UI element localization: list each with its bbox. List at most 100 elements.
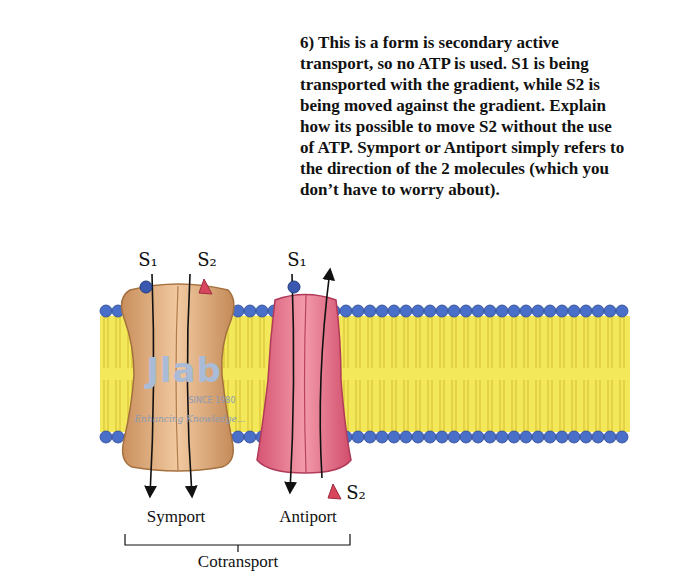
lipid-tail <box>560 380 561 431</box>
phospholipid-head <box>592 305 604 317</box>
lipid-tail <box>612 317 613 368</box>
watermark: Jlab <box>146 350 222 390</box>
phospholipid-head <box>412 431 424 443</box>
lipid-tail <box>380 380 381 431</box>
lipid-tail <box>492 380 493 431</box>
lipid-tail <box>516 317 517 368</box>
lipid-tail <box>488 317 489 368</box>
lipid-tail <box>428 380 429 431</box>
phospholipid-head <box>520 431 532 443</box>
grouping-bracket <box>125 534 350 552</box>
lipid-tail <box>396 380 397 431</box>
lipid-tail <box>344 317 345 368</box>
lipid-tail <box>572 317 573 368</box>
lipid-tail <box>464 317 465 368</box>
lipid-tail <box>608 317 609 368</box>
watermark: SINCE 1980 <box>189 396 236 405</box>
lipid-tail <box>108 317 109 368</box>
s1-molecule <box>288 281 300 293</box>
lipid-tail <box>432 317 433 368</box>
lipid-tail <box>416 317 417 368</box>
lipid-tail <box>104 380 105 431</box>
lipid-tail <box>468 380 469 431</box>
lipid-tail <box>120 380 121 431</box>
phospholipid-head <box>568 305 580 317</box>
lipid-tail <box>348 317 349 368</box>
molecule-label-box: S₁ <box>138 250 158 270</box>
lipid-tail <box>404 380 405 431</box>
phospholipid-head <box>604 305 616 317</box>
transport-type-label: Antiport <box>279 507 337 526</box>
lipid-tail <box>548 317 549 368</box>
group-label: Cotransport <box>198 552 278 571</box>
lipid-tail <box>576 380 577 431</box>
lipid-tail <box>620 380 621 431</box>
watermark: Enhancing Knowledge... <box>135 414 246 424</box>
phospholipid-head <box>244 305 256 317</box>
lipid-tail <box>236 317 237 368</box>
lipid-tail <box>108 380 109 431</box>
lipid-tail <box>372 317 373 368</box>
lipid-tail <box>560 317 561 368</box>
watermark-box: Jlab <box>146 352 222 389</box>
lipid-tail <box>432 380 433 431</box>
lipid-tail <box>512 317 513 368</box>
phospholipid-head <box>580 305 592 317</box>
lipid-tail <box>612 380 613 431</box>
lipid-tail <box>396 317 397 368</box>
lipid-tail <box>348 380 349 431</box>
lipid-tail <box>600 317 601 368</box>
lipid-tail <box>624 317 625 368</box>
lipid-tail <box>372 380 373 431</box>
phospholipid-head <box>376 305 388 317</box>
lipid-tail <box>420 380 421 431</box>
phospholipid-head <box>472 431 484 443</box>
lipid-tail <box>428 317 429 368</box>
phospholipid-head <box>448 431 460 443</box>
antiport-protein <box>257 295 351 474</box>
lipid-tail <box>444 380 445 431</box>
lipid-tail <box>620 317 621 368</box>
phospholipid-head <box>460 431 472 443</box>
phospholipid-head <box>376 431 388 443</box>
lipid-tail <box>368 317 369 368</box>
phospholipid-head <box>592 431 604 443</box>
group-label-box: Cotransport <box>198 553 278 572</box>
lipid-tail <box>536 380 537 431</box>
phospholipid-head <box>412 305 424 317</box>
lipid-tail <box>588 317 589 368</box>
molecule-label-box: S₂ <box>346 483 366 503</box>
phospholipid-head <box>484 305 496 317</box>
lipid-tail <box>504 380 505 431</box>
phospholipid-head <box>496 305 508 317</box>
lipid-tail <box>516 380 517 431</box>
lipid-tail <box>528 317 529 368</box>
lipid-tail <box>264 317 265 368</box>
lipid-tail <box>408 380 409 431</box>
s1-molecule <box>140 281 152 293</box>
lipid-tail <box>596 380 597 431</box>
lipid-tail <box>600 380 601 431</box>
lipid-tail <box>260 380 261 431</box>
phospholipid-head <box>256 305 268 317</box>
phospholipid-head <box>448 305 460 317</box>
lipid-tail <box>440 380 441 431</box>
phospholipid-head <box>484 431 496 443</box>
lipid-tail <box>252 317 253 368</box>
lipid-tail <box>552 317 553 368</box>
lipid-tail <box>524 317 525 368</box>
phospholipid-head <box>244 431 256 443</box>
lipid-tail <box>260 317 261 368</box>
phospholipid-head <box>364 431 376 443</box>
phospholipid-head <box>112 431 124 443</box>
phospholipid-head <box>100 431 112 443</box>
lipid-tail <box>456 380 457 431</box>
lipid-tail <box>596 317 597 368</box>
phospholipid-head <box>508 431 520 443</box>
phospholipid-head <box>580 431 592 443</box>
lipid-tail <box>564 317 565 368</box>
lipid-tail <box>240 317 241 368</box>
phospholipid-head <box>424 305 436 317</box>
lipid-tail <box>512 380 513 431</box>
